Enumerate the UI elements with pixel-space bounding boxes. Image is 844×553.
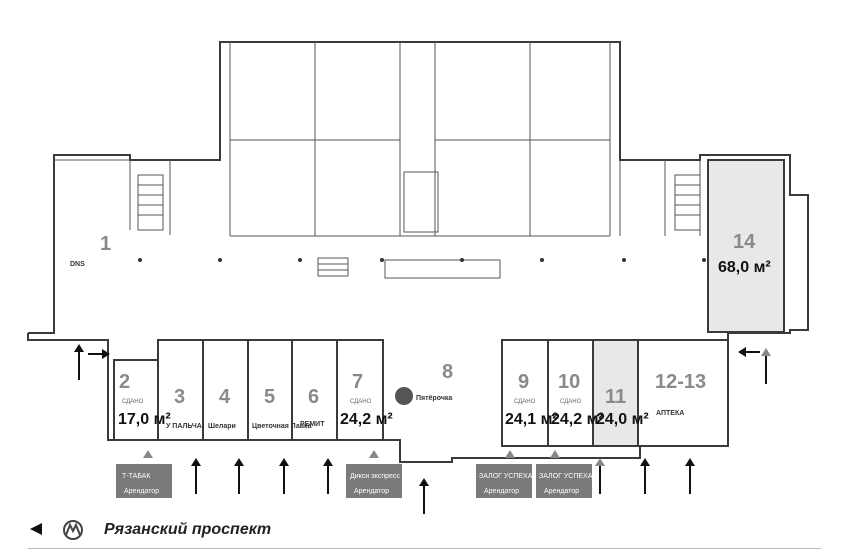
building-outline — [27, 41, 809, 463]
unit-9-status: СДАНО — [514, 399, 536, 405]
unit-10-status: СДАНО — [560, 399, 582, 405]
unit-4-number: 4 — [219, 386, 231, 408]
unit-6-number: 6 — [308, 386, 319, 408]
unit-8-tenant: Пятёрочка — [416, 395, 452, 402]
unit-9-room[interactable] — [501, 339, 549, 447]
unit-7-status: СДАНО — [350, 399, 372, 405]
unit-3-tenant: У ПАЛЬЧА — [166, 423, 202, 430]
street-name: Рязанский проспект — [104, 521, 272, 538]
svg-text:Арендатор: Арендатор — [484, 488, 519, 495]
unit-12-13-tenant: АПТЕКА — [656, 410, 684, 417]
entrance-arrows — [74, 344, 771, 514]
svg-text:Арендатор: Арендатор — [544, 488, 579, 495]
footer-divider — [28, 548, 821, 549]
column-markers — [138, 258, 706, 262]
svg-text:ЗАЛОГ УСПЕХА: ЗАЛОГ УСПЕХА — [479, 473, 533, 480]
tag-t-tabak: Т-ТАБАК Арендатор — [116, 464, 172, 498]
svg-text:Т-ТАБАК: Т-ТАБАК — [122, 473, 151, 480]
svg-text:Арендатор: Арендатор — [354, 488, 389, 495]
pyaterochka-logo-icon — [395, 387, 413, 405]
unit-8-number: 8 — [442, 361, 453, 383]
unit-9-area: 24,1 м² — [505, 411, 558, 428]
unit-11-area: 24,0 м² — [596, 411, 649, 428]
tag-zalog-1: ЗАЛОГ УСПЕХА Арендатор — [476, 464, 533, 498]
unit-4-tenant: Шелари — [208, 423, 236, 430]
svg-text:Дикси экспресс: Дикси экспресс — [350, 473, 400, 480]
unit-7-number: 7 — [352, 371, 363, 393]
triangle-left-icon[interactable] — [28, 521, 44, 537]
svg-text:Арендатор: Арендатор — [124, 488, 159, 495]
unit-11-number: 11 — [605, 386, 626, 408]
unit-5-number: 5 — [264, 386, 275, 408]
unit-2-status: СДАНО — [122, 399, 144, 405]
unit-14-room[interactable] — [707, 159, 785, 333]
unit-2-area: 17,0 м² — [118, 411, 171, 428]
unit-12-13-room[interactable] — [637, 339, 729, 447]
tag-zalog-2: ЗАЛОГ УСПЕХА Арендатор — [536, 464, 593, 498]
svg-text:ЗАЛОГ УСПЕХА: ЗАЛОГ УСПЕХА — [539, 473, 593, 480]
unit-5-tenant: Цветочная Лавка — [252, 423, 312, 430]
unit-3-number: 3 — [174, 386, 185, 408]
unit-10-room[interactable] — [547, 339, 594, 447]
unit-12-13-number: 12-13 — [655, 371, 706, 393]
unit-7-room[interactable] — [336, 339, 384, 441]
unit-1-number: 1 — [100, 233, 111, 255]
unit-9-number: 9 — [518, 371, 529, 393]
unit-1-tenant: DNS — [70, 261, 85, 268]
side-entrance-arrows — [88, 347, 760, 359]
tag-diksi: Дикси экспресс Арендатор — [346, 464, 402, 498]
unit-14-number: 14 — [733, 231, 756, 253]
unit-10-number: 10 — [558, 371, 580, 393]
unit-14-area: 68,0 м² — [718, 259, 771, 276]
unit-2-number: 2 — [119, 371, 130, 393]
unit-6-tenant: РЕМИТ — [300, 421, 325, 428]
unit-11-room[interactable] — [592, 339, 639, 447]
unit-7-area: 24,2 м² — [340, 411, 393, 428]
metro-logo-icon — [63, 520, 83, 540]
floor-plan: 1 DNS 2 СДАНО 17,0 м² 3 У ПАЛЬЧА 4 Шелар… — [27, 41, 809, 514]
unit-10-area: 24,2 м² — [551, 411, 604, 428]
